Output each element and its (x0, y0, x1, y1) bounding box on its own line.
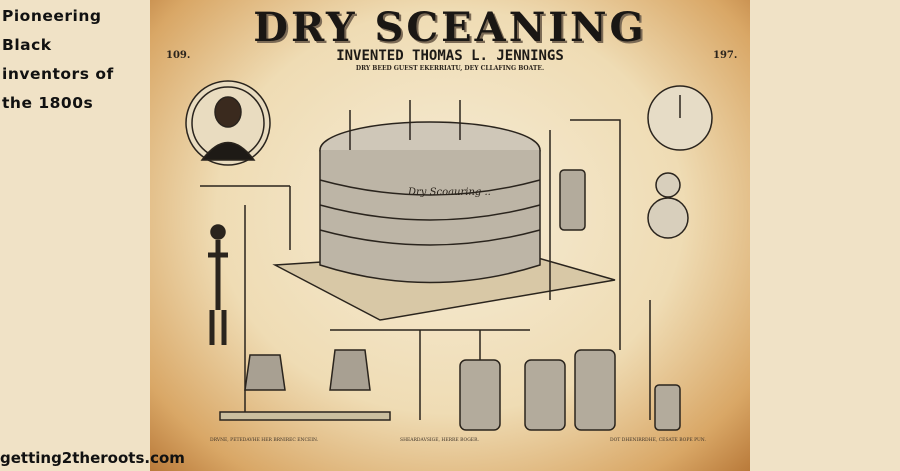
portrait-head (214, 96, 242, 128)
poster-title: DRY SCEANING (253, 4, 647, 51)
side-title: Pioneering Black inventors of the 1800s (2, 2, 147, 118)
side-title-line: Pioneering (2, 7, 102, 25)
tank-label: Dry Scoauring .. (408, 187, 491, 198)
poster-number-right: 197. (713, 50, 738, 61)
side-title-line: inventors of (2, 65, 114, 83)
footer-text-left: DRVNE, PETEDAVHE HER BRNIREC ENCEIN. (210, 438, 319, 443)
footer-text-mid: SHEARDAVSIGE, HERRE BOGER. (400, 438, 479, 443)
site-url: getting2theroots.com (0, 449, 185, 467)
man-figure (208, 240, 228, 345)
poster-illustration: DRY SCEANING 109. 197. INVENTED THOMAS L… (150, 0, 750, 471)
poster-number-left: 109. (166, 50, 191, 61)
canister (459, 359, 501, 431)
vessel-left (244, 354, 286, 391)
footer-text-right: DOT DHENIRRDHE, CESATE BOPE PUN. (610, 438, 706, 443)
machine-drawing (185, 80, 713, 431)
side-title-line: Black (2, 36, 52, 54)
portrait-body (200, 141, 256, 161)
side-title-line: the 1800s (2, 94, 94, 112)
tank-body (319, 150, 541, 284)
poster-tagline: DRY BEED GUEST EKERRIATU, DEY CLLAFING B… (355, 65, 545, 72)
poster-subtitle: INVENTED THOMAS L. JENNINGS (336, 48, 564, 64)
